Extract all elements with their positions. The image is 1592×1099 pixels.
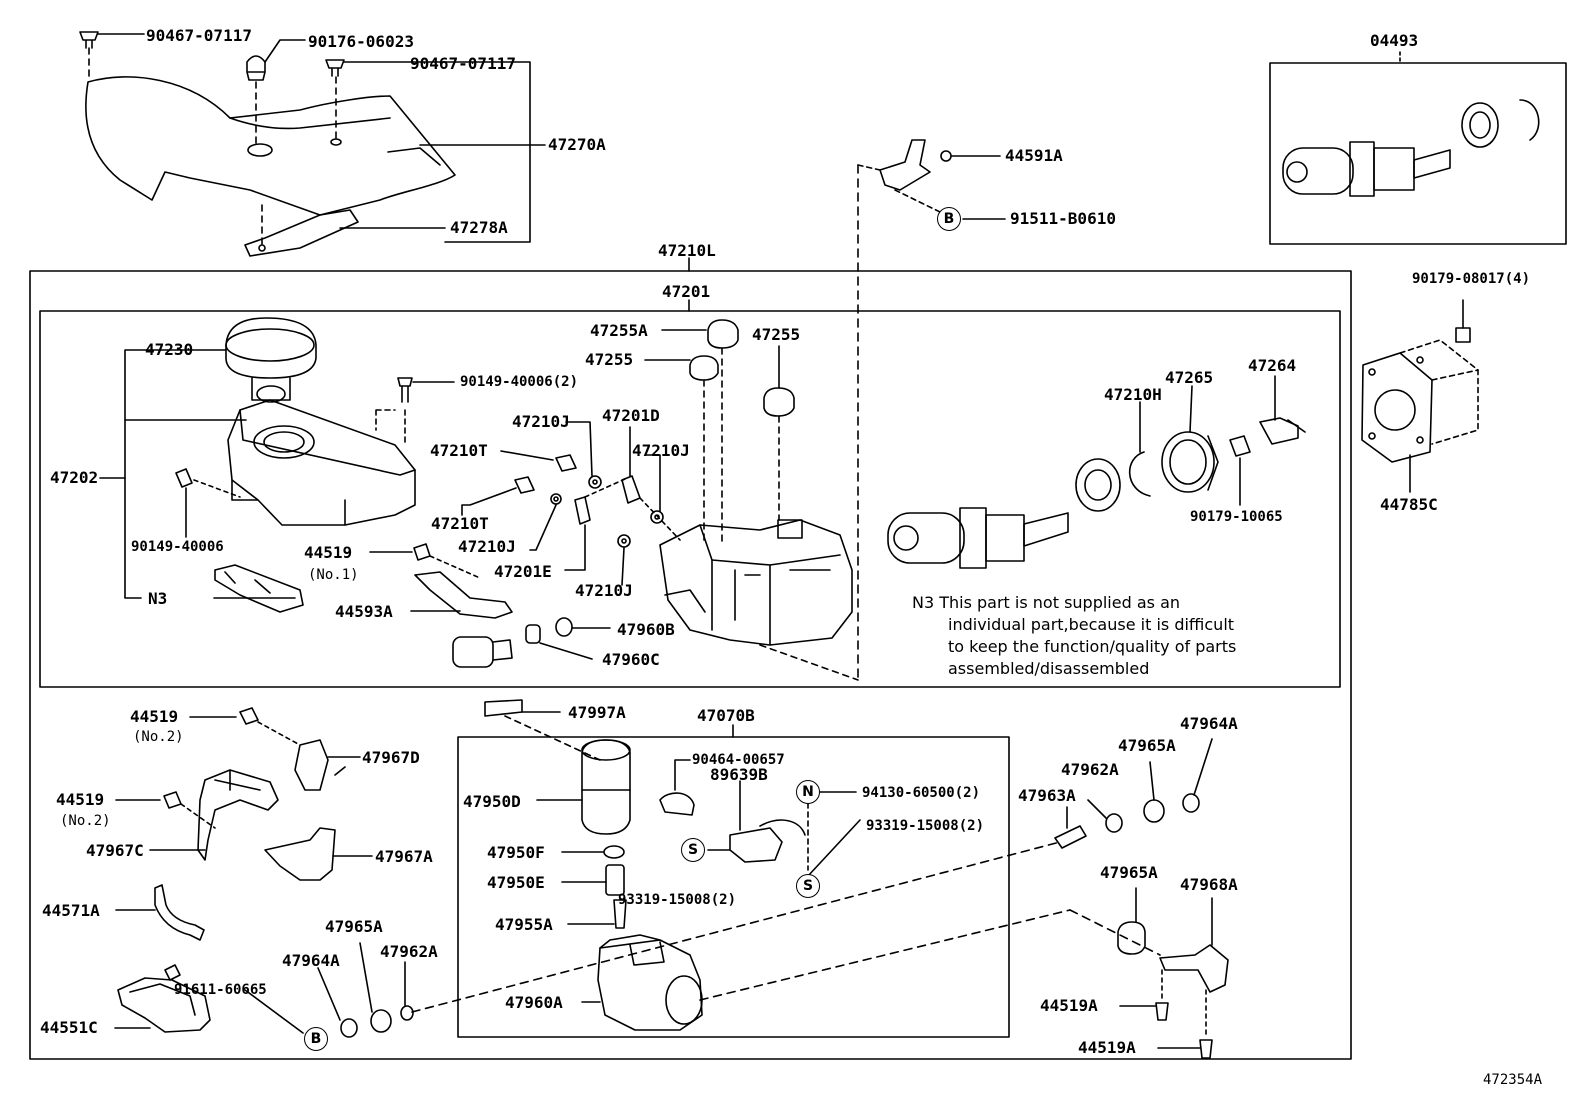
label-47210J-b: 47210J [632, 441, 690, 460]
note-n3: N3 This part is not supplied as an indiv… [912, 592, 1236, 680]
label-47962A-a: 47962A [380, 942, 438, 961]
label-91511-B0610: 91511-B0610 [1010, 209, 1116, 228]
label-89639B: 89639B [710, 765, 768, 784]
note-line-3: to keep the function/quality of parts [948, 637, 1237, 656]
label-44571A: 44571A [42, 901, 100, 920]
note-line-4: assembled/disassembled [948, 659, 1150, 678]
label-47955A: 47955A [495, 915, 553, 934]
label-44519-no1: 44519 [304, 543, 353, 562]
label-44551C: 44551C [40, 1018, 98, 1037]
actuator-body [659, 519, 853, 646]
label-47962A-b: 47962A [1061, 760, 1119, 779]
label-93319-15008-b: 93319-15008(2) [618, 892, 737, 908]
symbol-b-91511: B [937, 207, 961, 231]
label-90176-06023: 90176-06023 [308, 32, 414, 51]
label-47201E: 47201E [494, 562, 552, 581]
label-47960A: 47960A [505, 993, 563, 1012]
label-47967A: 47967A [375, 847, 433, 866]
label-94130-60500: 94130-60500(2) [862, 785, 981, 801]
gasket-44785C [1361, 299, 1479, 493]
label-47965A-b: 47965A [1118, 736, 1176, 755]
label-44593A: 44593A [335, 602, 393, 621]
label-44519-no2-a: 44519 [130, 707, 179, 726]
label-44591A: 44591A [1005, 146, 1063, 165]
accumulator-47950D [581, 739, 631, 835]
label-47967D: 47967D [362, 748, 420, 767]
label-90464-00657: 90464-00657 [692, 752, 785, 768]
cover-47270A [85, 76, 456, 216]
label-44785C: 44785C [1380, 495, 1438, 514]
label-47210H: 47210H [1104, 385, 1162, 404]
symbol-b-91611: B [304, 1027, 328, 1051]
symbol-s-right: S [796, 874, 820, 898]
label-47202: 47202 [50, 468, 99, 487]
reservoir-47202 [227, 399, 416, 526]
label-47255A: 47255A [590, 321, 648, 340]
label-47968A: 47968A [1180, 875, 1238, 894]
label-47255-b: 47255 [752, 325, 801, 344]
label-90467-07117-b: 90467-07117 [410, 54, 516, 73]
label-47201D: 47201D [602, 406, 660, 425]
label-47960B: 47960B [617, 620, 675, 639]
label-47210T-b: 47210T [431, 514, 489, 533]
label-47264: 47264 [1248, 356, 1297, 375]
label-47964A-b: 47964A [1180, 714, 1238, 733]
label-04493: 04493 [1370, 31, 1419, 50]
label-47210J-c: 47210J [458, 537, 516, 556]
label-47950F: 47950F [487, 843, 545, 862]
label-47965A-a: 47965A [325, 917, 383, 936]
piston-assembly [887, 417, 1306, 569]
label-90467-07117-a: 90467-07117 [146, 26, 252, 45]
label-47278A: 47278A [450, 218, 508, 237]
label-91611-60665: 91611-60665 [174, 982, 267, 998]
label-47210J-d: 47210J [575, 581, 633, 600]
cap-47230 [225, 317, 317, 403]
label-47960C: 47960C [602, 650, 660, 669]
symbol-s-left: S [681, 838, 705, 862]
label-47967C: 47967C [86, 841, 144, 860]
label-illustration-number: 472354A [1483, 1072, 1543, 1088]
label-93319-15008-a: 93319-15008(2) [866, 818, 985, 834]
label-44519A-b: 44519A [1078, 1038, 1136, 1057]
symbol-n-94130: N [796, 780, 820, 804]
note-line-2: individual part,because it is difficult [948, 615, 1235, 634]
label-47201: 47201 [662, 282, 711, 301]
label-N3: N3 [148, 589, 168, 608]
frame-04493 [1269, 62, 1567, 245]
label-47950E: 47950E [487, 873, 545, 892]
note-line-1: N3 This part is not supplied as an [912, 593, 1181, 612]
label-47210L: 47210L [658, 241, 716, 260]
frame-47210L [29, 270, 1352, 1060]
label-47964A-a: 47964A [282, 951, 340, 970]
label-44519-no2-b: 44519 [56, 790, 105, 809]
label-47965A-c: 47965A [1100, 863, 1158, 882]
label-47255-a: 47255 [585, 350, 634, 369]
bracket-47278A [244, 209, 359, 257]
label-47210J-a: 47210J [512, 412, 570, 431]
label-90149-40006: 90149-40006 [131, 539, 224, 555]
label-90179-08017: 90179-08017(4) [1412, 271, 1531, 287]
label-90179-10065: 90179-10065 [1190, 509, 1283, 525]
label-47963A: 47963A [1018, 786, 1076, 805]
label-44519-no2-a-sub: (No.2) [133, 729, 184, 745]
piston-kit-04493 [1282, 99, 1540, 197]
label-44519-no2-b-sub: (No.2) [60, 813, 111, 829]
label-47270A: 47270A [548, 135, 606, 154]
label-47210T-a: 47210T [430, 441, 488, 460]
label-44519A-a: 44519A [1040, 996, 1098, 1015]
label-47950D: 47950D [463, 792, 521, 811]
label-47997A: 47997A [568, 703, 626, 722]
frame-47201 [39, 310, 1341, 688]
label-47230: 47230 [145, 340, 194, 359]
label-47070B: 47070B [697, 706, 755, 725]
label-90149-40006-2: 90149-40006(2) [460, 374, 579, 390]
label-47265: 47265 [1165, 368, 1214, 387]
label-44519-no1-sub: (No.1) [308, 567, 359, 583]
